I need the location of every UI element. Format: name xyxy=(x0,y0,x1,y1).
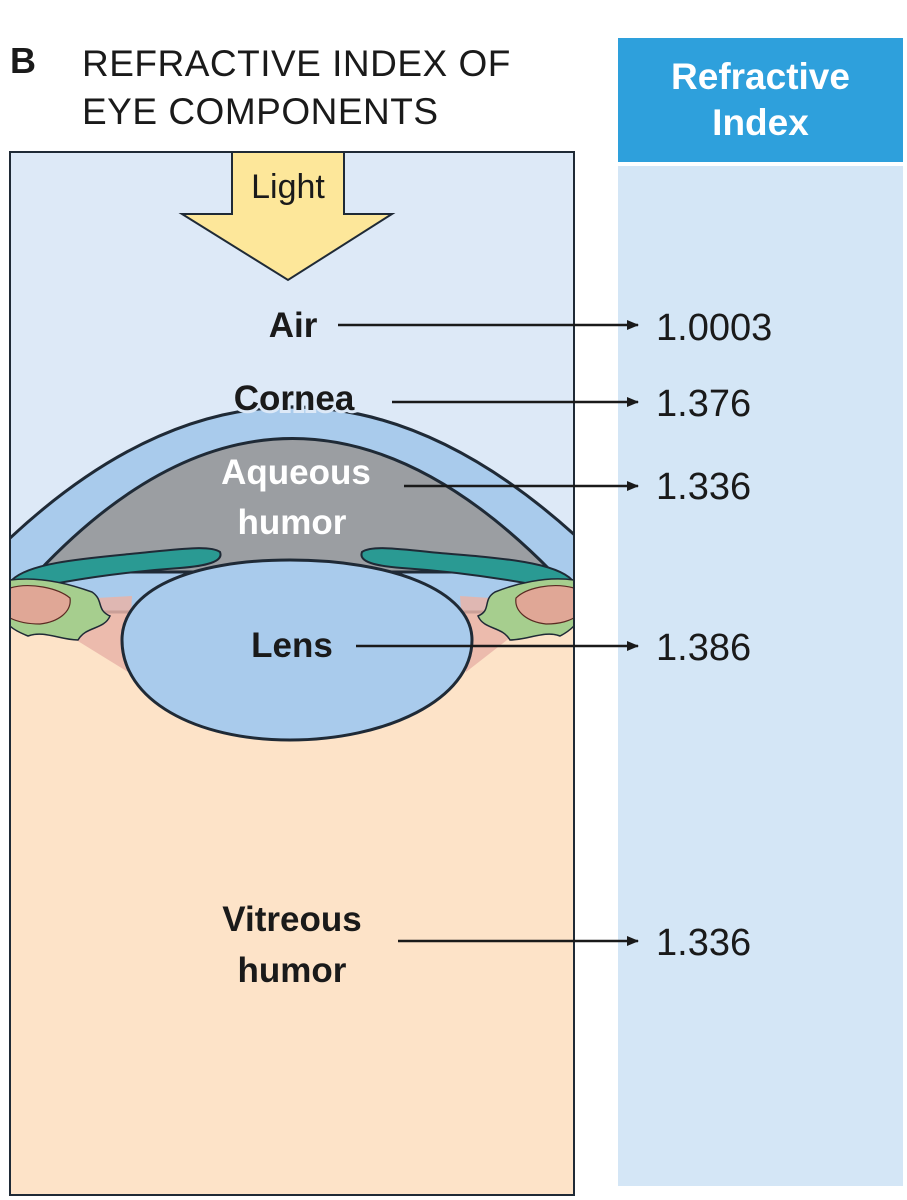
aqueous-humor-label-line-2: humor xyxy=(238,503,347,542)
cornea-index-value: 1.376 xyxy=(656,383,751,425)
lens-label: Lens xyxy=(251,626,333,665)
figure-title-line-1: REFRACTIVE INDEX OF xyxy=(82,43,511,84)
air-index-value: 1.0003 xyxy=(656,307,772,349)
vitreous-humor-index-value: 1.336 xyxy=(656,922,751,964)
vitreous-humor-label-line-1: Vitreous xyxy=(222,900,361,939)
panel-letter: B xyxy=(10,40,36,81)
ciliary-muscle-left xyxy=(10,585,71,625)
aqueous-humor-label-line-1: Aqueous xyxy=(221,453,371,492)
figure-title: REFRACTIVE INDEX OF EYE COMPONENTS xyxy=(82,40,511,136)
light-arrow-icon xyxy=(178,151,396,282)
air-label: Air xyxy=(269,306,318,345)
lens-index-value: 1.386 xyxy=(656,627,751,669)
refractive-index-column xyxy=(618,166,903,1186)
figure-title-line-2: EYE COMPONENTS xyxy=(82,91,439,132)
light-label: Light xyxy=(251,168,325,206)
iris-left xyxy=(11,547,222,594)
ciliary-muscle-right xyxy=(515,585,574,625)
iris-right xyxy=(360,547,573,594)
vitreous-humor-label-line-2: humor xyxy=(238,951,347,990)
aqueous-humor-shape xyxy=(34,437,556,574)
aqueous-humor-index-value: 1.336 xyxy=(656,466,751,508)
refractive-index-header-line-2: Index xyxy=(712,102,809,143)
refractive-index-header: Refractive Index xyxy=(618,38,903,162)
cornea-label: Cornea xyxy=(234,379,355,418)
lens-shape xyxy=(120,558,474,742)
refractive-index-header-line-1: Refractive xyxy=(671,56,850,97)
